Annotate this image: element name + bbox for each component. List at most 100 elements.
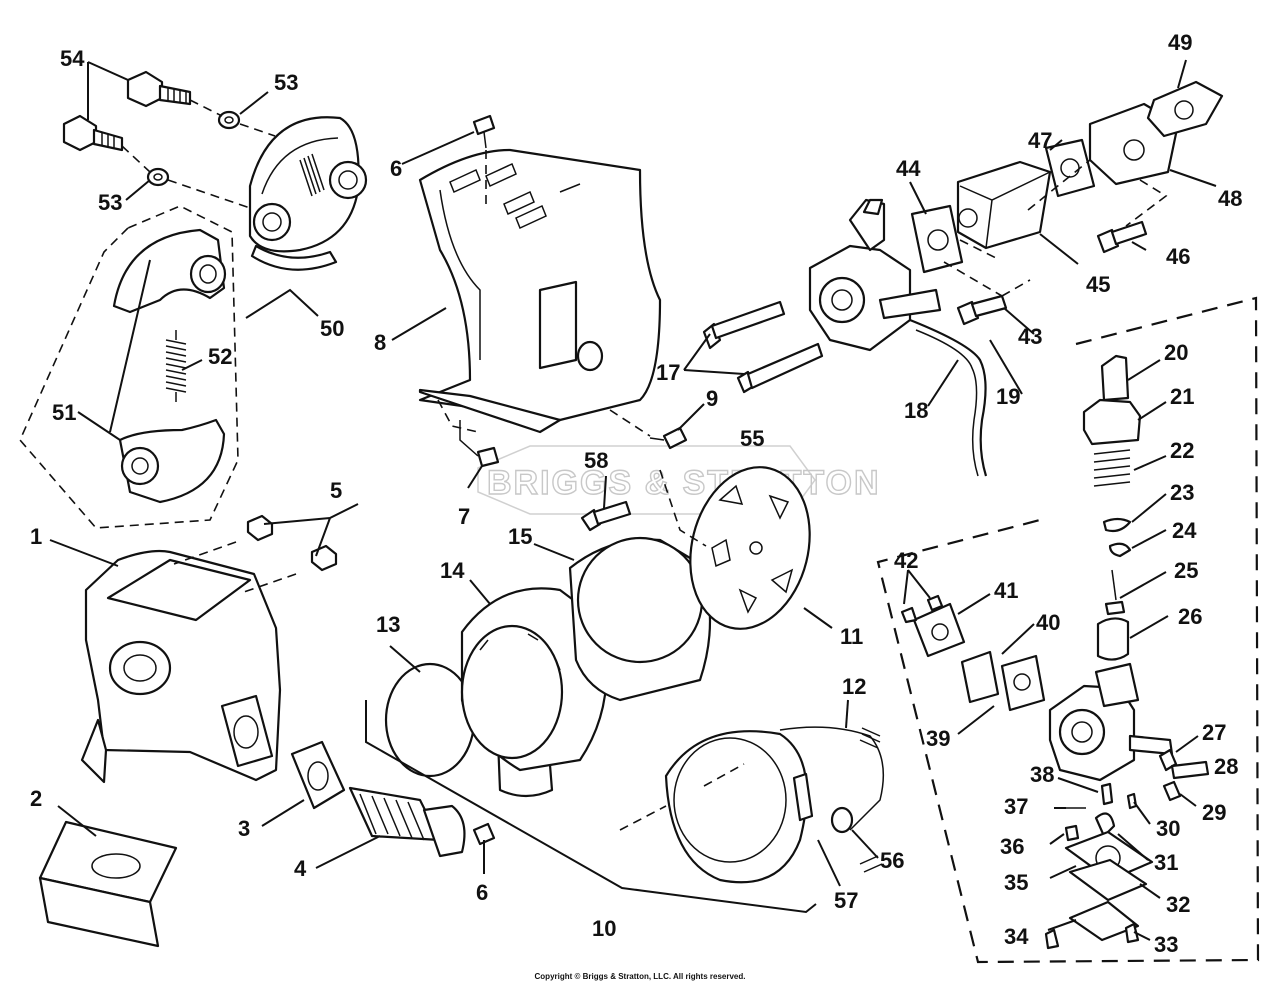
label-3: 3: [238, 816, 250, 841]
screw-7: [459, 420, 500, 468]
label-58: 58: [584, 448, 608, 473]
diaphragm-parts-39-41: [900, 594, 1046, 712]
label-53-upper: 53: [274, 70, 298, 95]
label-11: 11: [840, 624, 863, 649]
label-41: 41: [994, 578, 1018, 603]
label-37: 37: [1004, 794, 1028, 819]
screw-9: [649, 426, 688, 450]
label-26: 26: [1178, 604, 1202, 629]
clutch-assembly: [19, 70, 368, 529]
pump-body-assembly: [1048, 662, 1174, 782]
leader-lines: [49, 59, 1217, 941]
screw-6-bottom: [472, 822, 496, 846]
clutch-spring-52: [165, 330, 187, 402]
filter-cover-11: [689, 466, 811, 630]
air-shroud-57: [664, 730, 814, 884]
label-4: 4: [294, 856, 307, 881]
label-9: 9: [706, 386, 718, 411]
clutch-shoe-51-upper: [112, 228, 227, 314]
gasket-3: [290, 740, 346, 810]
spacer-45: [956, 160, 1052, 250]
clutch-assembled-50: [248, 116, 368, 271]
copyright-notice: Copyright © Briggs & Stratton, LLC. All …: [534, 972, 746, 981]
washer-53-lower: [146, 167, 170, 187]
label-1: 1: [30, 524, 42, 549]
brand-watermark: BRIGGS & STRATTON: [477, 445, 881, 515]
part-number-labels: 54 53 53 50 52 51 6 8 7 9 17 55 18 19 44…: [30, 30, 1242, 957]
label-13: 13: [376, 612, 400, 637]
screw-58: [580, 500, 632, 532]
label-54: 54: [60, 46, 85, 71]
label-48: 48: [1218, 186, 1242, 211]
label-2: 2: [30, 786, 42, 811]
label-33: 33: [1154, 932, 1178, 957]
detail-boundary: [876, 296, 1260, 964]
label-8: 8: [374, 330, 386, 355]
label-21: 21: [1170, 384, 1194, 409]
gasket-2: [38, 820, 178, 948]
washer-53-upper: [217, 110, 241, 130]
label-40: 40: [1036, 610, 1060, 635]
engine-shroud-8: [418, 148, 662, 434]
screw-46: [1096, 220, 1148, 254]
label-34: 34: [1004, 924, 1029, 949]
label-32: 32: [1166, 892, 1190, 917]
label-6-bottom: 6: [476, 880, 488, 905]
label-31: 31: [1154, 850, 1178, 875]
label-7: 7: [458, 504, 470, 529]
label-44: 44: [896, 156, 921, 181]
label-14: 14: [440, 558, 465, 583]
label-45: 45: [1086, 272, 1110, 297]
primer-parts-20-26: [1082, 354, 1142, 661]
clutch-shoe-51-lower: [118, 418, 226, 504]
label-18: 18: [904, 398, 928, 423]
muffler-1: [80, 549, 282, 784]
label-56: 56: [880, 848, 904, 873]
label-52: 52: [208, 344, 232, 369]
label-53-lower: 53: [98, 190, 122, 215]
bolt-54-upper: [126, 70, 192, 108]
label-43: 43: [1018, 324, 1042, 349]
label-10: 10: [592, 916, 616, 941]
label-51: 51: [52, 400, 76, 425]
label-50: 50: [320, 316, 344, 341]
label-24: 24: [1172, 518, 1197, 543]
nuts-5: [246, 514, 338, 572]
small-parts-27-38: [1044, 748, 1210, 950]
label-36: 36: [1000, 834, 1024, 859]
gasket-49: [1146, 80, 1224, 138]
label-28: 28: [1214, 754, 1238, 779]
label-17: 17: [656, 360, 680, 385]
label-42: 42: [894, 548, 918, 573]
label-27: 27: [1202, 720, 1226, 745]
watermark-text: BRIGGS & STRATTON: [487, 464, 881, 502]
label-55: 55: [740, 426, 764, 451]
bolt-54-lower: [62, 114, 124, 152]
label-49: 49: [1168, 30, 1192, 55]
label-57: 57: [834, 888, 858, 913]
filter-element-15: [568, 536, 712, 702]
screw-43: [956, 294, 1008, 326]
screw-6-top: [472, 114, 496, 149]
label-25: 25: [1174, 558, 1198, 583]
spring-wire-12: [779, 726, 885, 873]
gasket-44: [910, 204, 964, 274]
screws-17: [702, 300, 824, 394]
part-56: [830, 806, 854, 834]
label-20: 20: [1164, 340, 1188, 365]
label-47: 47: [1028, 128, 1052, 153]
filter-cup-14: [460, 587, 608, 772]
label-29: 29: [1202, 800, 1226, 825]
label-38: 38: [1030, 762, 1054, 787]
label-5: 5: [330, 478, 342, 503]
label-15: 15: [508, 524, 532, 549]
label-22: 22: [1170, 438, 1194, 463]
label-46: 46: [1166, 244, 1190, 269]
label-6-top: 6: [390, 156, 402, 181]
screen-13: [384, 662, 476, 778]
label-23: 23: [1170, 480, 1194, 505]
label-35: 35: [1004, 870, 1028, 895]
label-19: 19: [996, 384, 1020, 409]
label-39: 39: [926, 726, 950, 751]
